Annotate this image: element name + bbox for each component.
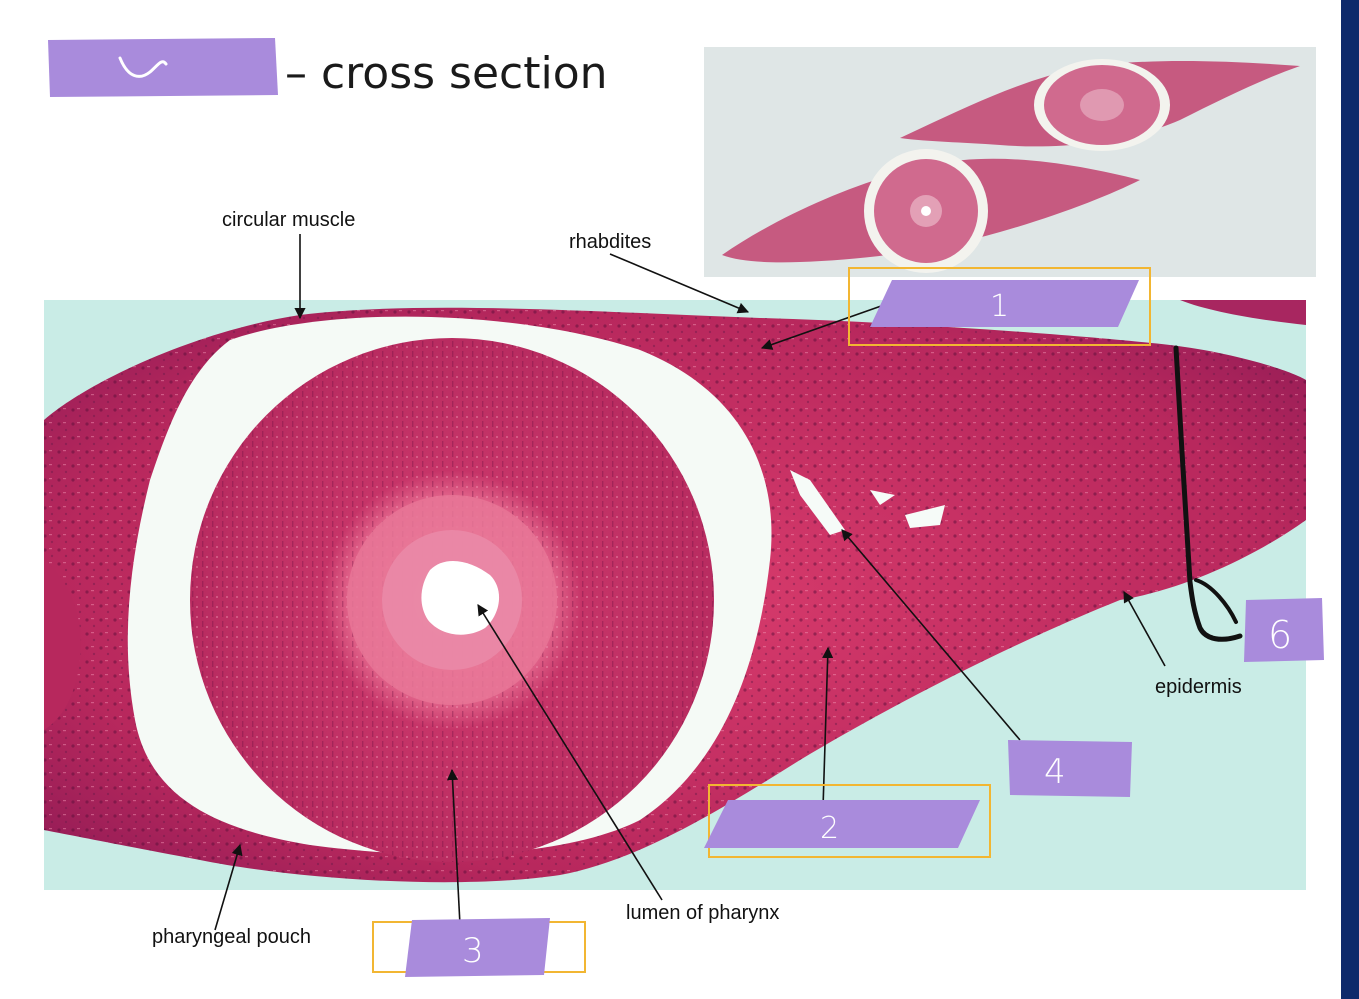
tag-3-text: 3 — [462, 931, 484, 971]
tag-2-outline — [708, 784, 991, 858]
tissue-gap — [790, 470, 845, 535]
main-micrograph — [44, 300, 1306, 890]
tag-6[interactable]: 6 — [1244, 598, 1324, 662]
tag-1[interactable]: 1 — [848, 267, 1151, 346]
leader-lines — [214, 234, 1166, 931]
label-circular-muscle: circular muscle — [222, 209, 355, 231]
heading-tag-mark — [118, 56, 168, 78]
leader-tag-1 — [760, 304, 885, 350]
handdrawn-bracket — [1173, 345, 1243, 642]
tag-2-text: 2 — [820, 811, 839, 846]
tag-2-box — [704, 800, 980, 848]
tag-1-text: 1 — [990, 289, 1009, 324]
leader-rhabdites — [609, 253, 750, 314]
right-edge-bar — [1341, 0, 1359, 999]
label-epidermis: epidermis — [1155, 676, 1242, 698]
tag-4-text: 4 — [1044, 752, 1066, 792]
leader-tag-4 — [841, 529, 1021, 741]
tag-4-box — [1008, 740, 1132, 797]
handdrawn-arrowhead — [1194, 578, 1238, 624]
tag-1-outline — [848, 267, 1151, 346]
tag-4[interactable]: 4 — [1008, 740, 1132, 797]
tissue-fragment — [1180, 300, 1306, 325]
inset-upper-core — [1080, 89, 1124, 121]
heading: – cross section — [48, 38, 608, 99]
tag-3-box — [405, 918, 550, 977]
left-pouch-remnant — [44, 560, 81, 730]
tissue-gap — [905, 505, 945, 528]
tag-1-box — [870, 280, 1139, 327]
leader-tag-3 — [446, 768, 461, 926]
label-lumen-of-pharynx: lumen of pharynx — [626, 902, 779, 924]
tag-2[interactable]: 2 — [704, 784, 991, 858]
inset-lower-lumen — [921, 206, 931, 216]
label-rhabdites: rhabdites — [569, 231, 651, 253]
heading-tag — [48, 38, 278, 97]
tag-3[interactable]: 3 — [372, 918, 586, 977]
heading-title: – cross section — [285, 48, 608, 99]
tag-6-text: 6 — [1268, 613, 1292, 657]
leader-epidermis — [1123, 591, 1166, 667]
inset-micrograph — [704, 47, 1316, 277]
label-pharyngeal-pouch: pharyngeal pouch — [152, 926, 311, 948]
tag-6-box — [1244, 598, 1324, 662]
tissue-gap — [870, 490, 895, 505]
leader-lumen — [477, 604, 663, 901]
leader-pharyngeal-pouch — [214, 843, 243, 931]
